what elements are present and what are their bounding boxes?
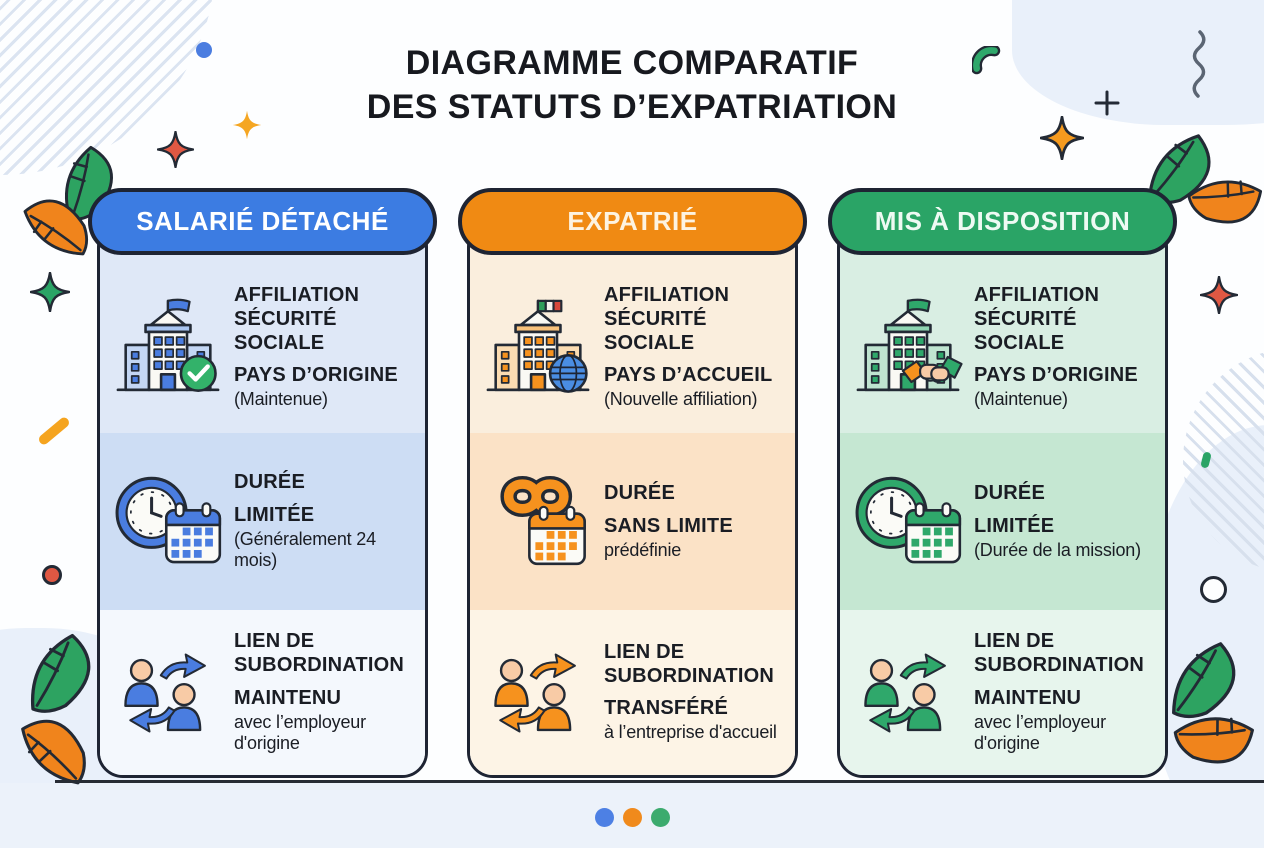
people-exchange-arrows-icon	[850, 647, 966, 739]
column-header-label: SALARIÉ DÉTACHÉ	[136, 206, 389, 236]
row-heading: AFFILIATION SÉCURITÉ SOCIALE	[974, 284, 1100, 354]
people-exchange-arrows-icon	[110, 647, 226, 739]
footer-dots	[0, 808, 1264, 827]
row-subheading: TRANSFÉRÉ	[604, 697, 729, 720]
column-header-pill: SALARIÉ DÉTACHÉ	[88, 188, 437, 255]
row-note: (Durée de la mission)	[974, 539, 1141, 560]
row-note: (Maintenue)	[974, 389, 1068, 410]
dot-blue	[594, 808, 614, 827]
row-text: AFFILIATION SÉCURITÉ SOCIALE PAYS D’ORIG…	[234, 284, 417, 410]
row-note: avec l’employeur d'origine	[234, 711, 366, 754]
page-title: DIAGRAMME COMPARATIF DES STATUTS D’EXPAT…	[0, 42, 1264, 129]
sparkle-star-icon	[30, 272, 70, 312]
government-building-flag-check-icon	[110, 298, 226, 397]
column-mis-a-disposition: MIS À DISPOSITION	[828, 188, 1177, 778]
squiggle-icon	[1192, 30, 1206, 98]
row-lien-subordination: LIEN DE SUBORDINATION MAINTENU avec l’em…	[840, 610, 1165, 775]
dot-orange	[622, 808, 642, 827]
row-heading: LIEN DE SUBORDINATION	[974, 630, 1145, 676]
sparkle-star-icon	[1040, 116, 1084, 160]
dot-icon	[196, 42, 212, 58]
column-salarie-detache: SALARIÉ DÉTACHÉ AFFILIATION SÉCURITÉ SOC…	[88, 188, 437, 778]
row-duree: DURÉE LIMITÉE (Durée de la mission)	[840, 433, 1165, 610]
row-text: LIEN DE SUBORDINATION MAINTENU avec l’em…	[234, 630, 417, 754]
row-subheading: LIMITÉE	[974, 514, 1055, 537]
quarter-arc-icon	[972, 46, 1001, 75]
row-affiliation: AFFILIATION SÉCURITÉ SOCIALE PAYS D’ORIG…	[100, 224, 425, 433]
row-lien-subordination: LIEN DE SUBORDINATION MAINTENU avec l’em…	[100, 610, 425, 775]
row-heading: DURÉE	[604, 481, 676, 504]
clock-calendar-icon	[110, 472, 226, 571]
column-card: AFFILIATION SÉCURITÉ SOCIALE PAYS D’ORIG…	[97, 221, 428, 778]
row-lien-subordination: LIEN DE SUBORDINATION TRANSFÉRÉ à l’entr…	[470, 610, 795, 775]
row-text: LIEN DE SUBORDINATION MAINTENU avec l’em…	[974, 630, 1157, 754]
column-header-label: EXPATRIÉ	[567, 206, 698, 236]
row-heading: AFFILIATION SÉCURITÉ SOCIALE	[604, 284, 730, 354]
row-text: LIEN DE SUBORDINATION TRANSFÉRÉ à l’entr…	[604, 641, 787, 744]
column-header-label: MIS À DISPOSITION	[874, 206, 1131, 236]
row-duree: DURÉE LIMITÉE (Généralement 24 mois)	[100, 433, 425, 610]
row-affiliation: AFFILIATION SÉCURITÉ SOCIALE PAYS D’ACCU…	[470, 224, 795, 433]
title-line-2: DES STATUTS D’EXPATRIATION	[366, 87, 898, 126]
row-note: (Généralement 24 mois)	[234, 528, 376, 571]
circle-outline-icon	[1200, 576, 1227, 603]
row-text: AFFILIATION SÉCURITÉ SOCIALE PAYS D’ORIG…	[974, 284, 1157, 410]
row-note: (Nouvelle affiliation)	[604, 389, 758, 410]
sparkle-star-icon	[157, 131, 194, 168]
clock-calendar-icon	[850, 472, 966, 571]
row-note: prédéfinie	[604, 539, 682, 560]
row-subheading: PAYS D’ACCUEIL	[604, 364, 773, 387]
column-card: AFFILIATION SÉCURITÉ SOCIALE PAYS D’ACCU…	[467, 221, 798, 778]
row-subheading: MAINTENU	[974, 686, 1082, 709]
government-building-flag-globe-icon	[480, 298, 596, 397]
infinity-calendar-icon	[480, 472, 596, 571]
baseline-rule	[55, 780, 1264, 783]
title-line-1: DIAGRAMME COMPARATIF	[405, 44, 859, 82]
row-note: avec l’employeur d'origine	[974, 711, 1106, 754]
dot-green	[650, 808, 670, 827]
row-heading: AFFILIATION SÉCURITÉ SOCIALE	[234, 284, 360, 354]
dot-icon	[42, 565, 62, 585]
row-subheading: PAYS D’ORIGINE	[974, 364, 1138, 387]
people-exchange-arrows-icon	[480, 647, 596, 739]
row-subheading: MAINTENU	[234, 686, 342, 709]
dash-icon	[36, 415, 72, 447]
row-text: DURÉE LIMITÉE (Généralement 24 mois)	[234, 471, 417, 572]
row-subheading: PAYS D’ORIGINE	[234, 364, 398, 387]
plus-icon	[1094, 90, 1120, 116]
sparkle-star-icon	[1200, 276, 1238, 314]
row-note: (Maintenue)	[234, 389, 328, 410]
row-text: AFFILIATION SÉCURITÉ SOCIALE PAYS D’ACCU…	[604, 284, 787, 410]
sparkle-star-icon	[232, 110, 262, 140]
row-subheading: LIMITÉE	[234, 503, 315, 526]
row-heading: DURÉE	[974, 481, 1046, 504]
column-header-pill: EXPATRIÉ	[458, 188, 807, 255]
row-subheading: SANS LIMITE	[604, 514, 733, 537]
column-expatrie: EXPATRIÉ	[458, 188, 807, 778]
row-note: à l’entreprise d'accueil	[604, 722, 777, 743]
row-text: DURÉE SANS LIMITE prédéfinie	[604, 482, 787, 561]
row-text: DURÉE LIMITÉE (Durée de la mission)	[974, 482, 1157, 561]
row-duree: DURÉE SANS LIMITE prédéfinie	[470, 433, 795, 610]
row-affiliation: AFFILIATION SÉCURITÉ SOCIALE PAYS D’ORIG…	[840, 224, 1165, 433]
row-heading: LIEN DE SUBORDINATION	[604, 641, 775, 687]
row-heading: LIEN DE SUBORDINATION	[234, 630, 405, 676]
government-building-flag-handshake-icon	[850, 298, 966, 397]
column-header-pill: MIS À DISPOSITION	[828, 188, 1177, 255]
column-card: AFFILIATION SÉCURITÉ SOCIALE PAYS D’ORIG…	[837, 221, 1168, 778]
row-heading: DURÉE	[234, 471, 306, 494]
